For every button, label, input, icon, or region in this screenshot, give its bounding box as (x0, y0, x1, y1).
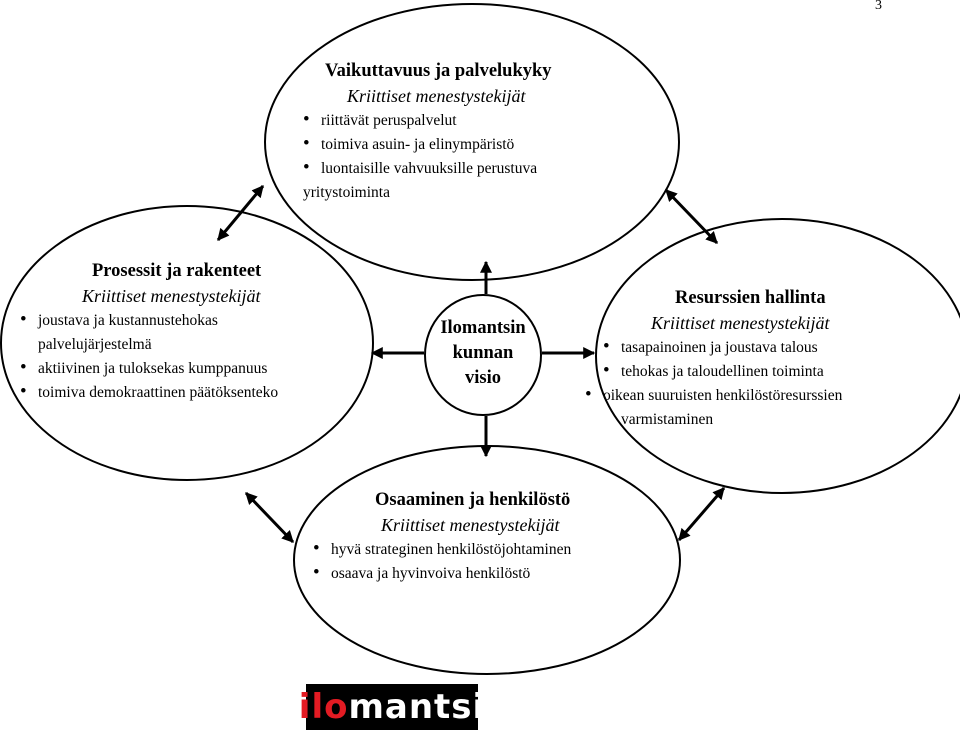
logo-text-prefix: ilo (298, 687, 349, 727)
bottom-title: Osaaminen ja henkilöstö (375, 490, 571, 510)
right-list: tasapainoinen ja joustava talous tehokas… (603, 335, 933, 432)
right-title: Resurssien hallinta (675, 288, 826, 308)
ilomantsi-logo: ilomantsi (299, 684, 484, 730)
list-item: aktiivinen ja tuloksekas kumppanuus (20, 356, 360, 381)
list-item: luontaisille vahvuuksille perustuva (303, 156, 643, 181)
top-subtitle: Kriittiset menestystekijät (347, 86, 526, 106)
logo-text: ilomantsi (299, 690, 485, 724)
arrow-top-right (664, 188, 719, 245)
list-item-continuation: yritystoiminta (303, 184, 390, 201)
list-item: riittävät peruspalvelut (303, 108, 643, 133)
left-title: Prosessit ja rakenteet (92, 261, 262, 281)
left-block: Prosessit ja rakenteet Kriittiset menest… (20, 258, 360, 405)
top-title: Vaikuttavuus ja palvelukyky (325, 61, 552, 81)
left-list: joustava ja kustannustehokas palvelujärj… (20, 308, 272, 357)
list-item: osaava ja hyvinvoiva henkilöstö (313, 561, 663, 586)
list-item: toimiva demokraattinen päätöksenteko (20, 380, 360, 405)
arrow-bottom-right (677, 487, 726, 541)
list-item: tehokas ja taloudellinen toiminta (603, 359, 933, 384)
list-item: joustava ja kustannustehokas palvelujärj… (20, 308, 272, 357)
top-block: Vaikuttavuus ja palvelukyky Kriittiset m… (303, 58, 643, 205)
bottom-block: Osaaminen ja henkilöstö Kriittiset menes… (313, 487, 663, 586)
bottom-list: hyvä strateginen henkilöstöjohtaminen os… (313, 537, 663, 586)
list-item: hyvä strateginen henkilöstöjohtaminen (313, 537, 663, 562)
left-subtitle: Kriittiset menestystekijät (82, 286, 261, 306)
bottom-subtitle: Kriittiset menestystekijät (381, 515, 560, 535)
center-line-3: visio (465, 368, 501, 388)
left-list-more: aktiivinen ja tuloksekas kumppanuus toim… (20, 356, 360, 405)
center-line-1: Ilomantsin (440, 318, 526, 338)
arrow-top-left (216, 185, 265, 241)
top-list: riittävät peruspalvelut toimiva asuin- j… (303, 108, 643, 181)
center-vision: Ilomantsin kunnan visio (425, 316, 541, 391)
list-item: oikean suuruisten henkilöstöresurssien v… (603, 384, 933, 432)
center-line-2: kunnan (452, 343, 514, 363)
logo-text-suffix: mantsi (348, 687, 486, 727)
right-block: Resurssien hallinta Kriittiset menestyst… (603, 285, 933, 432)
right-subtitle: Kriittiset menestystekijät (651, 313, 830, 333)
arrow-bottom-left (244, 491, 295, 544)
list-item: toimiva asuin- ja elinympäristö (303, 132, 643, 157)
list-item: tasapainoinen ja joustava talous (603, 335, 933, 360)
page-number: 3 (875, 0, 882, 13)
center-ellipse (424, 294, 542, 416)
